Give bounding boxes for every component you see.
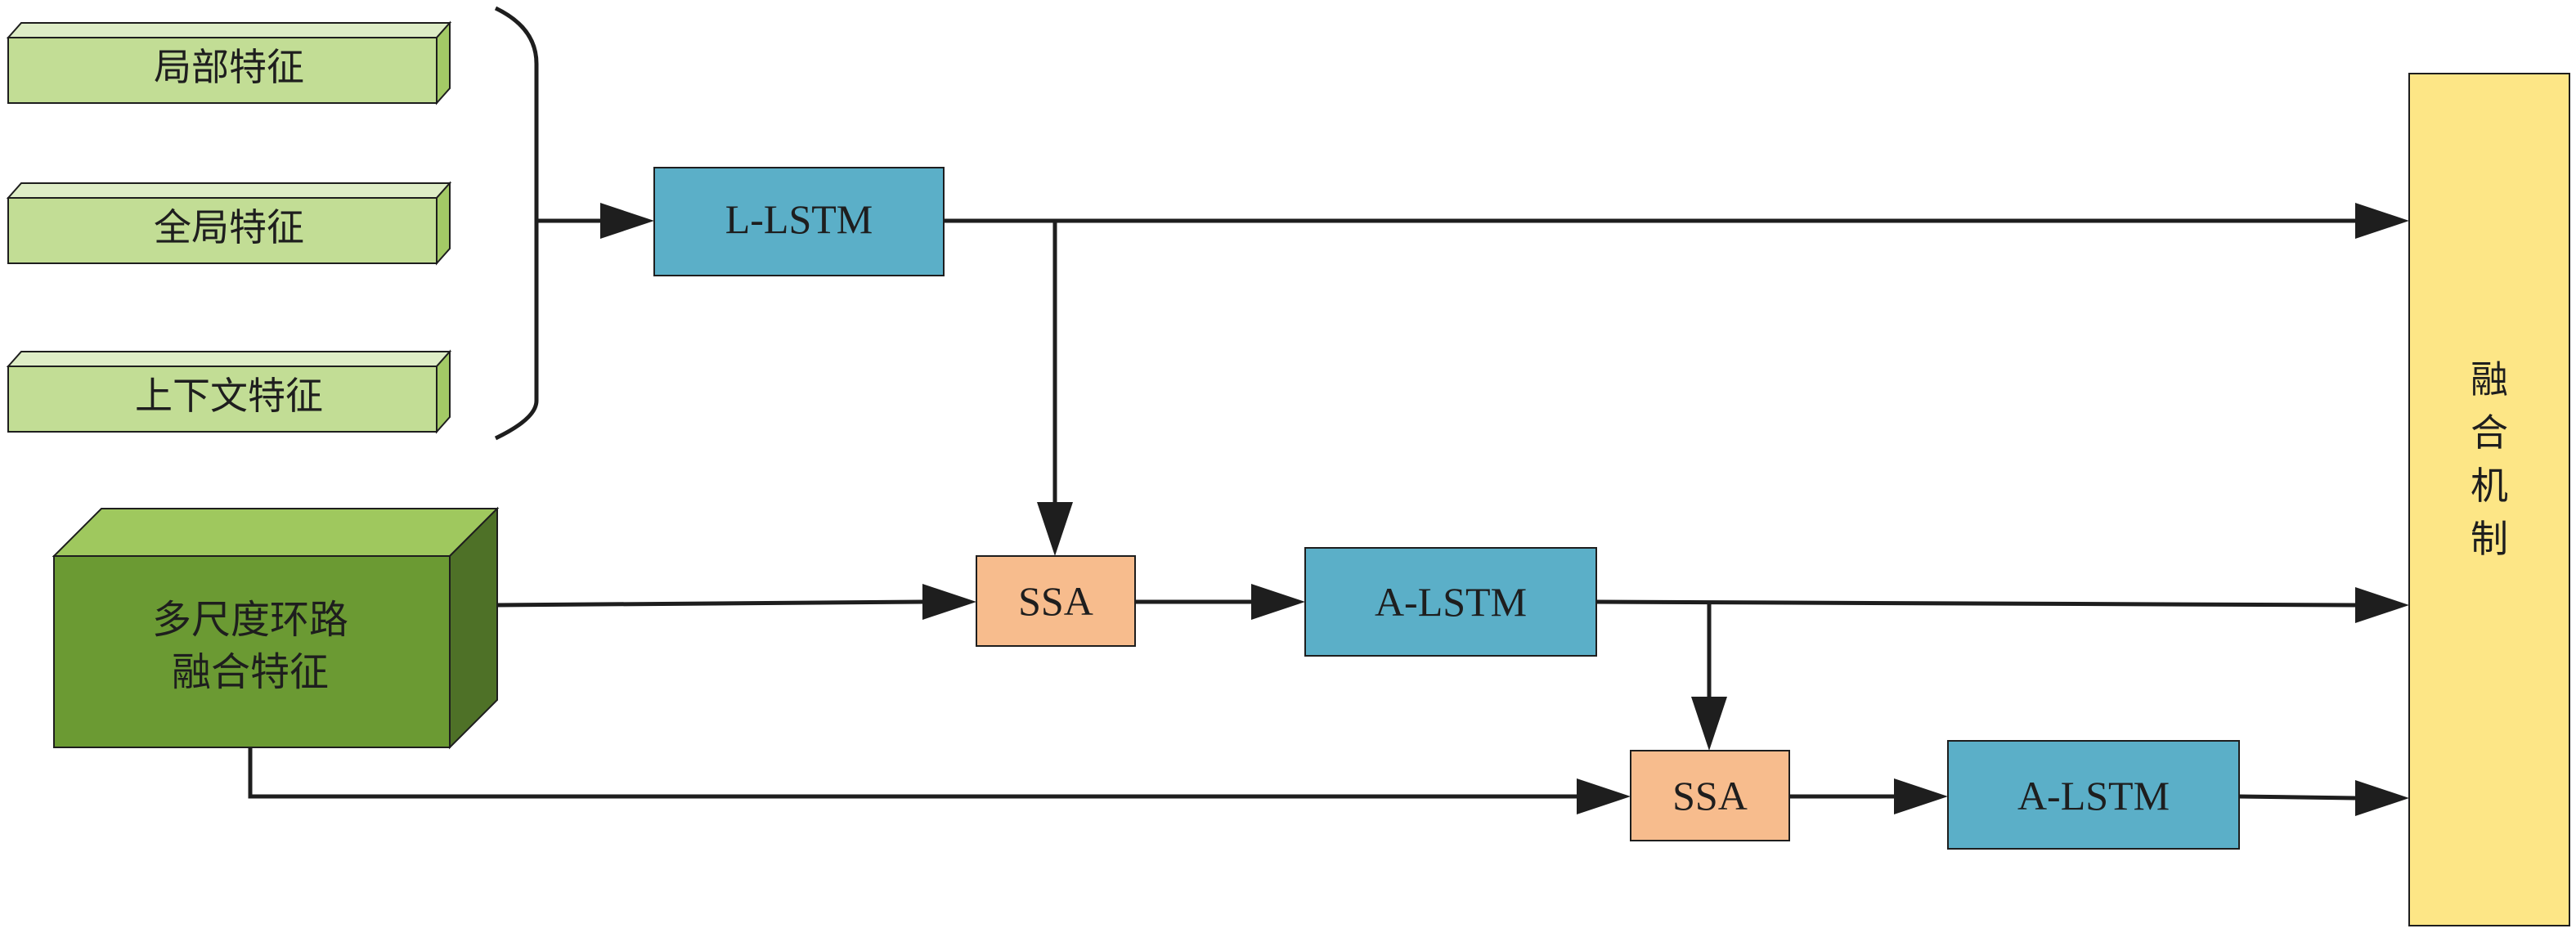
local-feature-label: 局部特征 — [154, 45, 304, 89]
arrowhead-icon — [2355, 587, 2409, 623]
fusion-char-4: 制 — [2471, 517, 2508, 561]
l-lstm-block: L-LSTM — [653, 167, 945, 276]
arrow-multiscale-to-ssa1 — [496, 599, 923, 608]
ssa-label-1: SSA — [1018, 578, 1093, 624]
ssa-label-2: SSA — [1672, 773, 1748, 819]
arrowhead-icon — [1037, 502, 1073, 556]
multiscale-feature-box: 多尺度环路 融合特征 — [52, 506, 500, 750]
context-feature-box: 上下文特征 — [6, 349, 452, 434]
arrow-alstm1-to-fusion — [1595, 599, 2356, 608]
multiscale-label-line2: 融合特征 — [172, 649, 329, 695]
arrowhead-icon — [2355, 780, 2409, 816]
arrowhead-icon — [600, 203, 654, 239]
a-lstm-block-2: A-LSTM — [1947, 740, 2240, 850]
arrow-multiscale-to-ssa2 — [248, 747, 1577, 799]
ssa-block-2: SSA — [1630, 750, 1790, 841]
arrowhead-icon — [922, 584, 976, 620]
ssa-block-1: SSA — [976, 555, 1136, 647]
arrowhead-icon — [1577, 778, 1631, 814]
fusion-char-2: 合 — [2471, 410, 2508, 455]
a-lstm-block-1: A-LSTM — [1304, 547, 1597, 657]
arrowhead-icon — [2355, 203, 2409, 239]
global-feature-label: 全局特征 — [154, 205, 304, 249]
fusion-char-3: 机 — [2471, 464, 2508, 508]
right-brace — [494, 6, 539, 441]
l-lstm-label: L-LSTM — [725, 196, 873, 242]
fusion-mechanism-block: 融 合 机 制 — [2408, 73, 2570, 926]
a-lstm-label-1: A-LSTM — [1375, 579, 1527, 625]
context-feature-label: 上下文特征 — [135, 374, 323, 418]
a-lstm-label-2: A-LSTM — [2017, 773, 2170, 819]
local-feature-box: 局部特征 — [6, 20, 452, 105]
fusion-char-1: 融 — [2471, 357, 2508, 401]
arrowhead-icon — [1894, 778, 1948, 814]
arrow-alstm2-to-fusion — [2238, 794, 2356, 801]
multiscale-label-line1: 多尺度环路 — [152, 597, 348, 643]
arrowhead-icon — [1251, 584, 1305, 620]
arrowhead-icon — [1691, 697, 1727, 751]
global-feature-box: 全局特征 — [6, 181, 452, 266]
